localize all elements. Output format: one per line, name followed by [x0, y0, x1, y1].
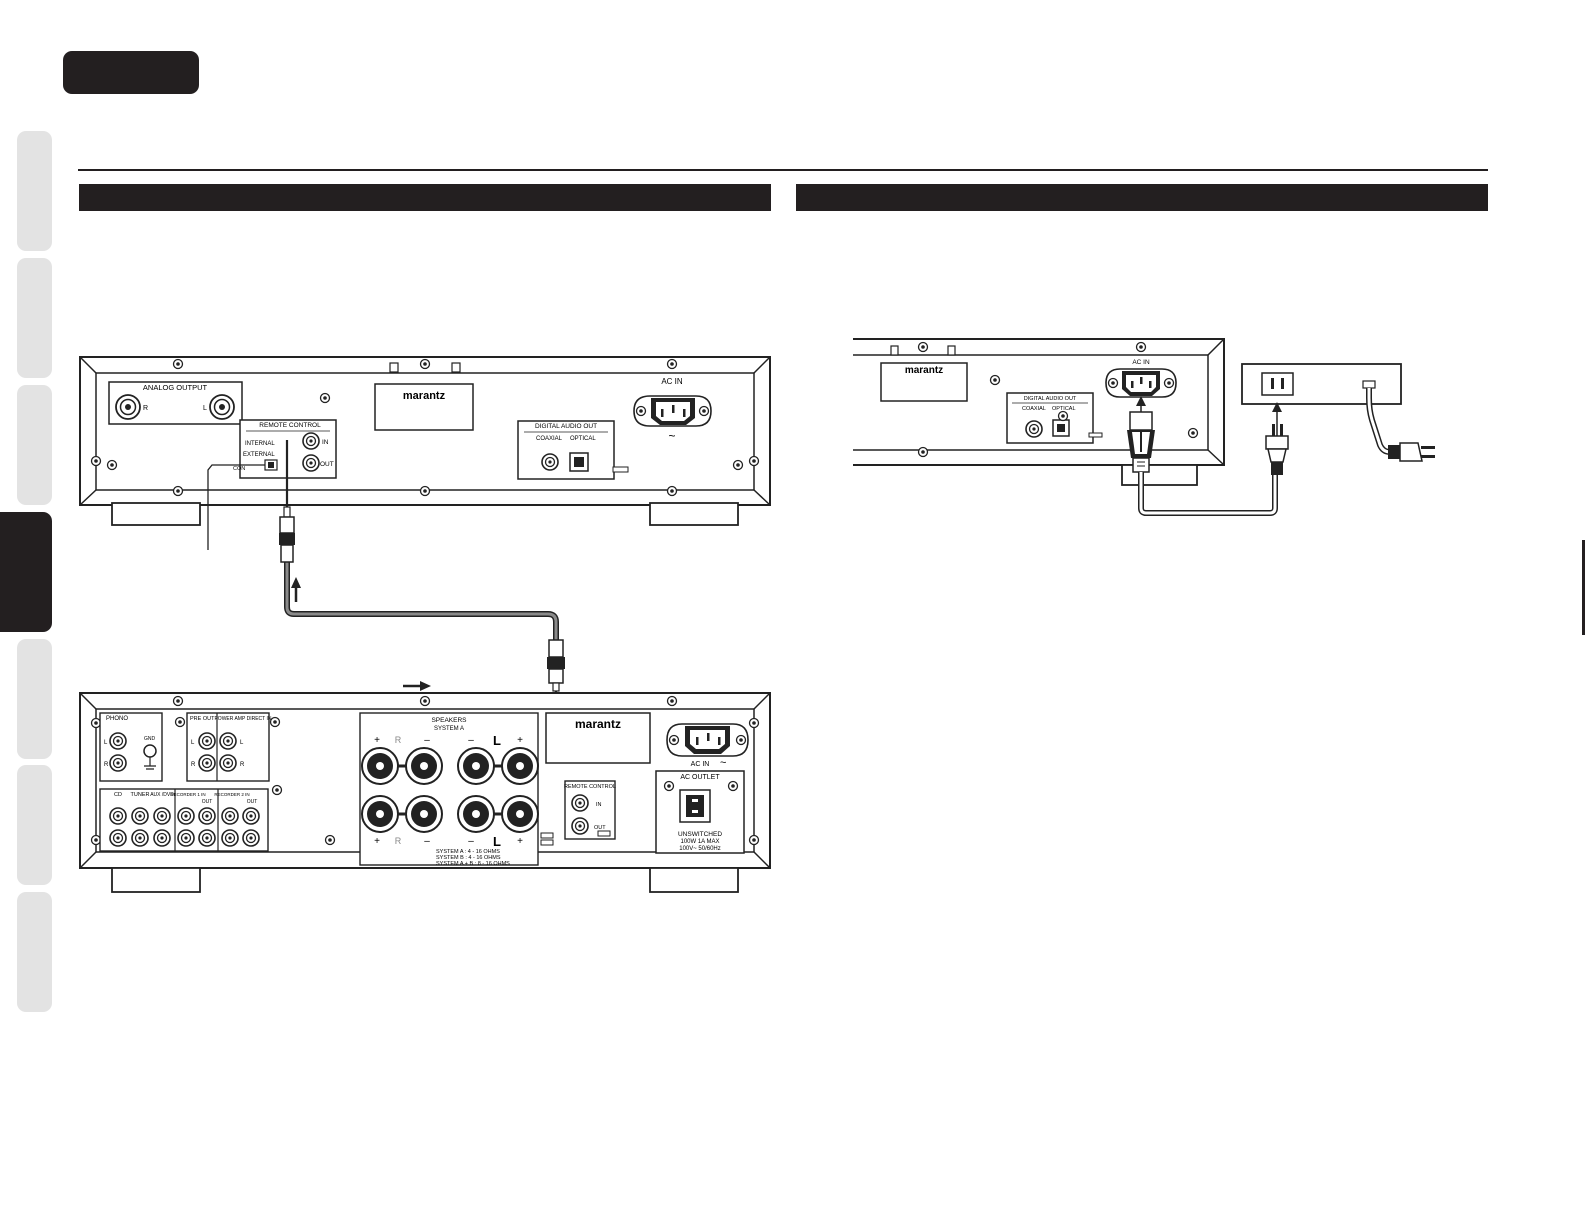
- amp-system-a-label: SYSTEM A: [434, 726, 464, 732]
- amp-recorder2-out-label: OUT: [247, 799, 258, 805]
- amp-speaker-r-label: R: [395, 735, 402, 745]
- amp-speaker-plus-l: +: [517, 735, 523, 746]
- power-coaxial-label: COAXIAL: [1022, 406, 1046, 412]
- amp-speaker-l-label: L: [493, 733, 501, 748]
- amp-power-r-label: R: [240, 762, 245, 768]
- cd-remote-in-label: IN: [322, 439, 329, 446]
- cd-ac-in-label: AC IN: [661, 377, 683, 386]
- amp-phono-label: PHONO: [106, 716, 128, 722]
- amp-speaker-l-label-b: L: [493, 834, 501, 849]
- amp-brand-logo: marantz: [575, 717, 621, 731]
- side-tab-6[interactable]: [17, 765, 52, 885]
- amp-power-amp-direct-in-label: POWER AMP DIRECT IN: [214, 716, 271, 722]
- language-tab[interactable]: [63, 51, 199, 94]
- cd-player-rear-panel: ANALOG OUTPUT R L marantz REMOTE CONTROL…: [79, 356, 771, 526]
- amp-impedance-line-1: SYSTEM A : 4 - 16 OHMS: [436, 849, 500, 855]
- amp-input-tuner-label: TUNER: [131, 792, 150, 798]
- cd-brand-logo: marantz: [403, 390, 446, 402]
- amp-remote-in-label: IN: [596, 802, 602, 808]
- amp-recorder2-in-label: RECORDER 2 IN: [214, 792, 249, 797]
- amp-ac-symbol: ~: [720, 757, 726, 769]
- amp-ac-outlet-line-1: UNSWITCHED: [678, 831, 722, 838]
- cd-ac-symbol: ~: [668, 429, 675, 443]
- amp-recorder1-out-label: OUT: [202, 799, 213, 805]
- amp-impedance-line-2: SYSTEM B : 4 - 16 OHMS: [436, 855, 501, 861]
- amp-speaker-minus-r-b: –: [424, 836, 430, 847]
- power-brand-logo: marantz: [905, 365, 943, 376]
- cd-analog-l-label: L: [203, 405, 207, 412]
- amp-pre-r-label: R: [191, 762, 196, 768]
- amp-power-l-label: L: [240, 740, 244, 746]
- power-ac-in-label: AC IN: [1132, 359, 1150, 366]
- cd-optical-label: OPTICAL: [570, 436, 596, 442]
- amp-speaker-plus-r-b: +: [374, 836, 380, 847]
- edge-mark: [1582, 540, 1585, 635]
- amp-speaker-plus-l-b: +: [517, 836, 523, 847]
- amp-impedance-line-3: SYSTEM A + B : 8 - 16 OHMS: [436, 861, 510, 867]
- amp-gnd-label: GND: [144, 736, 156, 742]
- amp-remote-control-label: REMOTE CONTROL: [564, 784, 616, 790]
- section-bar-left: [79, 184, 771, 211]
- power-connection-figure: marantz DIGITAL AUDIO OUT COAXIAL OPTICA…: [853, 338, 1435, 516]
- amp-phono-r-label: R: [104, 762, 109, 768]
- cd-remote-control-label: REMOTE CONTROL: [259, 422, 321, 429]
- amp-ac-outlet-line-2: 100W 1A MAX: [680, 839, 719, 845]
- side-tab-4-active[interactable]: [0, 512, 52, 632]
- cd-analog-output-label: ANALOG OUTPUT: [143, 383, 208, 392]
- cd-remote-internal-label: INTERNAL: [245, 441, 275, 447]
- amp-speaker-r-label-b: R: [395, 836, 402, 846]
- side-tab-2[interactable]: [17, 258, 52, 378]
- amplifier-rear-panel: PHONO L R GND PRE OUT POWER AMP DIRECT I…: [79, 692, 771, 893]
- side-tab-5[interactable]: [17, 639, 52, 759]
- cd-remote-out-label: OUT: [320, 461, 334, 468]
- amp-pre-l-label: L: [191, 740, 195, 746]
- cd-remote-external-label: EXTERNAL: [243, 452, 275, 458]
- side-tab-1[interactable]: [17, 131, 52, 251]
- external-switch-leader: [207, 464, 265, 550]
- section-bar-right: [796, 184, 1488, 211]
- amp-ac-outlet-line-3: 100V~ 50/60Hz: [679, 846, 721, 852]
- amp-ac-in-label: AC IN: [691, 761, 710, 768]
- power-optical-label: OPTICAL: [1052, 406, 1076, 412]
- amp-speaker-plus-r: +: [374, 735, 380, 746]
- amp-speaker-minus-l-b: –: [468, 836, 474, 847]
- side-tab-3[interactable]: [17, 385, 52, 505]
- cd-analog-r-label: R: [143, 405, 148, 412]
- amp-pre-out-label: PRE OUT: [190, 716, 215, 722]
- cd-remote-switch-prefix: CON: [233, 466, 245, 472]
- amp-input-aux-label: AUX /DVD: [150, 792, 174, 798]
- amp-recorder1-in-label: RECORDER 1 IN: [170, 792, 205, 797]
- side-tab-7[interactable]: [17, 892, 52, 1012]
- amp-remote-out-label: OUT: [594, 825, 606, 831]
- amp-ac-outlet-label: AC OUTLET: [680, 774, 720, 781]
- amp-phono-l-label: L: [104, 740, 108, 746]
- cd-digital-out-label: DIGITAL AUDIO OUT: [535, 423, 597, 430]
- amp-speakers-label: SPEAKERS: [431, 717, 467, 724]
- amp-input-cd-label: CD: [114, 792, 122, 798]
- cd-coaxial-label: COAXIAL: [536, 436, 563, 442]
- power-digital-out-label: DIGITAL AUDIO OUT: [1024, 396, 1077, 402]
- header-rule: [78, 169, 1488, 171]
- amp-speaker-minus-r: –: [424, 735, 430, 746]
- amp-speaker-minus-l: –: [468, 735, 474, 746]
